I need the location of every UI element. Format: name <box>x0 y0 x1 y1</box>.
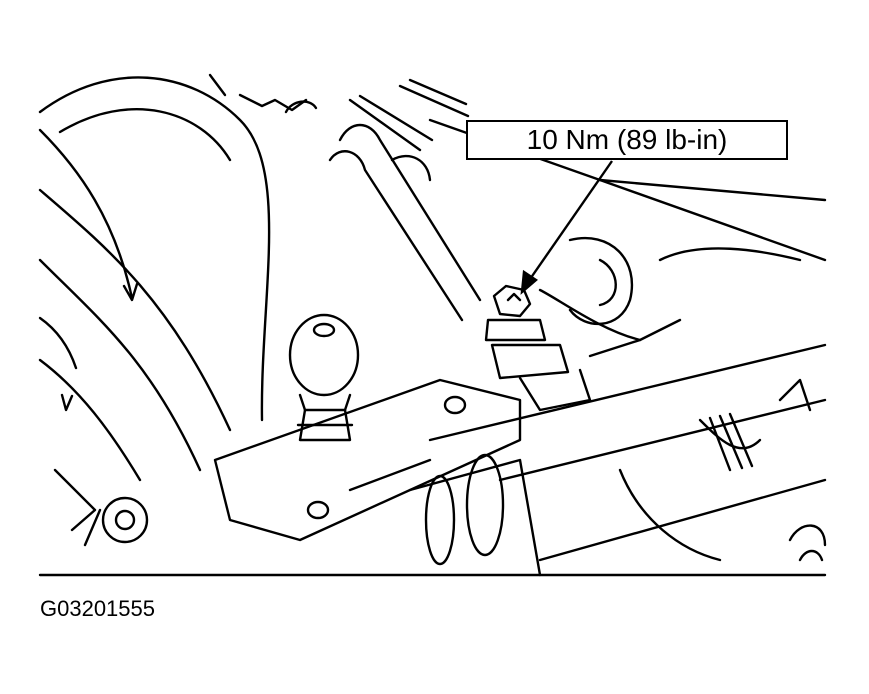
curved-housing <box>38 76 271 482</box>
torque-callout: 10 Nm (89 lb-in) <box>466 120 788 160</box>
bracket-rod <box>328 123 482 322</box>
hose-connector <box>538 236 802 358</box>
base-bracket <box>213 378 522 542</box>
torque-spec-label: 10 Nm (89 lb-in) <box>526 124 728 155</box>
ball-stud <box>288 313 360 442</box>
callout-leader <box>520 160 613 295</box>
sensor-bolt <box>484 284 592 412</box>
shaft <box>408 378 812 577</box>
figure-id: G03201555 <box>40 596 155 621</box>
wing-nut <box>53 468 149 547</box>
